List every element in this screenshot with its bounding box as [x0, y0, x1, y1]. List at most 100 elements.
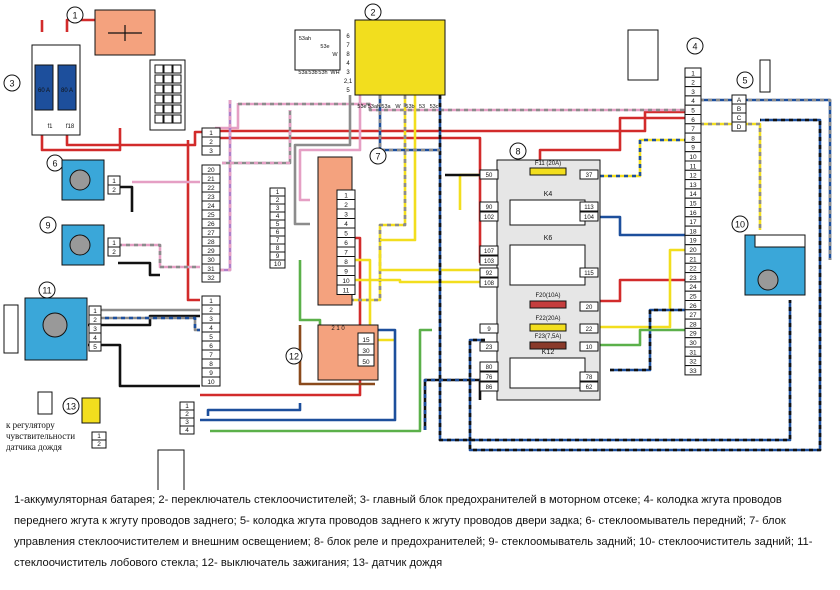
- block8-pin: [579, 267, 599, 278]
- switch2-bottom-label: 53b: [405, 104, 414, 110]
- control7-pins-pin-label: 9: [344, 269, 348, 276]
- wiper11-pins-pin-label: 1: [93, 308, 97, 315]
- component-1-number-circle: [66, 6, 84, 24]
- front-washer-motor: [69, 169, 91, 191]
- rain-sensor-13: [81, 397, 101, 424]
- wire-green-1: [210, 328, 432, 433]
- control7-pins-pin-label: 2: [344, 202, 348, 209]
- component-10-number: 10: [735, 220, 745, 230]
- connector-4-pin-label: 16: [689, 210, 697, 217]
- control7-pins-pin: [336, 284, 356, 295]
- wire-blue-long-stripe: [438, 95, 792, 442]
- component-12-number-circle: [285, 347, 303, 365]
- fuse-connector-cell: [154, 74, 164, 84]
- connector-4-pin-label: 6: [691, 117, 695, 124]
- fuse-80a-label: 80 A: [61, 88, 73, 94]
- component-10-number-circle: [731, 215, 749, 233]
- connector-b-pin-label: 20: [207, 167, 215, 174]
- connector-c-pin: [201, 376, 221, 387]
- control7-pins-pin-label: 8: [344, 259, 348, 266]
- connector-b-pin-label: 29: [207, 248, 215, 255]
- connector-4-pin-label: 24: [689, 284, 697, 291]
- component-3-number: 3: [9, 79, 14, 89]
- connector-5-pin: [731, 121, 747, 132]
- block8-pin-label: 90: [486, 205, 493, 211]
- connector-4-pin-label: 31: [689, 349, 697, 356]
- component-13-number-circle: [62, 397, 80, 415]
- block8-pin: [479, 245, 499, 256]
- connector-c-pin-label: 5: [209, 334, 213, 341]
- switch2-side-label: 3: [346, 70, 350, 76]
- switch-inset-label: WH: [330, 70, 339, 76]
- wire-yellow-f22: [600, 248, 688, 329]
- block8-pin: [479, 211, 499, 222]
- component-1-number: 1: [72, 11, 77, 21]
- relay-k6: [509, 244, 586, 286]
- wire-lilac-1: [220, 100, 232, 272]
- block8-pin: [479, 323, 499, 334]
- component-7-number-circle: [369, 147, 387, 165]
- wire-yellow-door-stripe: [700, 122, 762, 230]
- fuse-connector-cell: [154, 114, 164, 124]
- ignition-pins-pin-label: 30: [362, 348, 370, 355]
- wire-green-2: [298, 260, 322, 330]
- component-8-number-circle: [509, 142, 527, 160]
- block8-pin: [479, 277, 499, 288]
- control7-left-pins-pin-label: 6: [276, 229, 280, 236]
- switch2-side-label: 4: [346, 61, 350, 67]
- connector-4-pin-label: 2: [691, 80, 695, 87]
- control7-pins-pin-label: 4: [344, 221, 348, 228]
- rain-pins-pin-label: 1: [185, 403, 189, 410]
- fuse-connector-cell: [172, 74, 182, 84]
- connector-c-pin-label: 1: [209, 298, 213, 305]
- fuse-f22: [529, 323, 567, 332]
- block8-pin: [579, 301, 599, 312]
- wire-red-top: [220, 110, 688, 133]
- connector-4-pin-label: 28: [689, 321, 697, 328]
- connector-c-pin-label: 8: [209, 361, 213, 368]
- front-wiper-motor: [42, 312, 68, 338]
- switch2-bottom-label: 53е: [357, 104, 366, 110]
- wire-blue-k12-stripe: [468, 118, 822, 452]
- switch-inset-label: 53е: [320, 44, 329, 50]
- connector4-plug: [627, 29, 659, 81]
- relay-k12-label: K12: [542, 349, 555, 356]
- connector-a-pin-label: 2: [209, 139, 213, 146]
- connector-c-pin-label: 9: [209, 370, 213, 377]
- rain-sensor-plug: [37, 391, 53, 415]
- block8-pin: [579, 201, 599, 212]
- connector-5-pin-label: D: [737, 124, 742, 131]
- wire-pink-washer-rear-stripe: [118, 243, 200, 269]
- control7-left-pins-pin-label: 1: [276, 189, 280, 196]
- block8-pin-label: 104: [584, 215, 595, 221]
- wire-grey-motor2-stripe: [89, 316, 200, 332]
- connector-4-pin-label: 32: [689, 359, 697, 366]
- wire-blue-top-stripe: [378, 95, 440, 152]
- relay-k6-label: K6: [544, 235, 553, 242]
- fuse-connector-cell: [172, 84, 182, 94]
- wire-pink-long-stripe: [238, 102, 688, 112]
- fuse-f23: [529, 341, 567, 350]
- component-5-number-circle: [736, 71, 754, 89]
- rain-pins-pin-label: 3: [185, 419, 189, 426]
- component-6-number: 6: [52, 159, 57, 169]
- connector-4-pin-label: 7: [691, 126, 695, 133]
- control7-pins-pin-label: 6: [344, 240, 348, 247]
- block8-pin: [579, 169, 599, 180]
- ignition-header: 2 1 0: [331, 326, 345, 332]
- control7-pins-pin-label: 7: [344, 250, 348, 257]
- wire-blue-k12-out-stripe: [610, 308, 688, 372]
- connector-4-pin-label: 23: [689, 275, 697, 282]
- block8-pin-label: 86: [486, 385, 493, 391]
- connector-b-pin-label: 28: [207, 239, 215, 246]
- wire-black-gnd1: [118, 185, 134, 212]
- rain-sensor-note: к регулятору чувствительности датчика до…: [6, 420, 76, 452]
- switch2-side-label: 8: [346, 52, 350, 58]
- fuse-f11-label: F11 (20A): [535, 161, 561, 167]
- wire-yellow-k6: [378, 250, 480, 272]
- block8-pin-label: 102: [484, 215, 495, 221]
- fuse-connector-cell: [163, 64, 173, 74]
- connector-c-pin-label: 7: [209, 352, 213, 359]
- block8-pin: [479, 267, 499, 278]
- block8-pin-label: 50: [486, 173, 493, 179]
